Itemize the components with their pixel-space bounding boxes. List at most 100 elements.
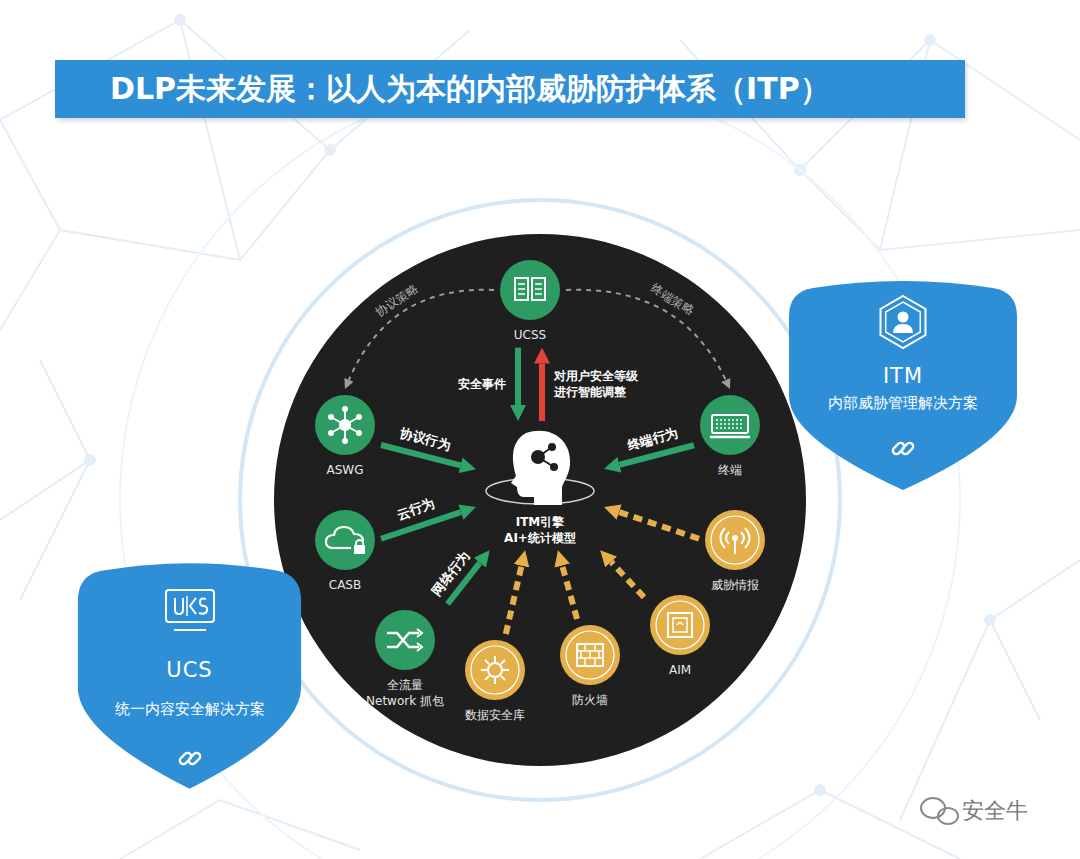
svg-rect	[673, 618, 687, 632]
svg-path	[175, 598, 183, 614]
svg-path	[326, 527, 363, 548]
svg-g	[921, 798, 958, 824]
svg-circle	[656, 601, 704, 649]
svg-circle	[356, 430, 362, 436]
svg-circle	[711, 516, 759, 564]
svg-path	[900, 560, 1080, 820]
svg-svg	[498, 258, 562, 322]
svg-path	[716, 420, 744, 428]
node-label: CASB	[313, 578, 377, 594]
node-icon	[498, 258, 562, 322]
svg-circle	[500, 260, 560, 320]
svg-path	[174, 629, 206, 631]
edge-connector	[611, 562, 644, 597]
svg-g	[178, 751, 201, 765]
svg-rect	[354, 545, 365, 554]
svg-path	[333, 547, 351, 549]
edge-connector	[506, 566, 522, 634]
svg-svg	[703, 508, 767, 572]
edge-connector	[539, 364, 545, 421]
node-label: ASWG	[313, 463, 377, 479]
source-node: UCSS	[498, 258, 562, 344]
svg-circle	[471, 646, 519, 694]
svg-circle	[85, 455, 95, 465]
node-label: UCSS	[498, 328, 562, 344]
svg-path	[417, 629, 422, 651]
link-icon	[177, 746, 203, 776]
node-icon	[313, 393, 377, 457]
svg-circle	[550, 463, 558, 471]
svg-circle	[985, 615, 995, 625]
solution-name: ITM	[791, 364, 1015, 388]
svg-path	[0, 20, 330, 260]
svg-path	[734, 541, 736, 554]
svg-path	[78, 563, 301, 789]
svg-circle	[566, 631, 614, 679]
svg-polygon	[886, 302, 921, 342]
title-banner: DLP未来发展：以人为本的内部威胁防护体系（ITP）	[55, 60, 965, 118]
svg-circle	[732, 535, 738, 541]
solution-name: UCS	[80, 658, 299, 682]
edge-label: 对用户安全等级 进行智能调整	[554, 368, 644, 400]
svg-path	[190, 598, 196, 614]
solution-description: 统一内容安全解决方案	[80, 700, 299, 719]
svg-svg	[480, 425, 600, 513]
svg-circle	[815, 785, 825, 795]
svg-circle	[705, 510, 765, 570]
svg-path	[518, 284, 542, 294]
solution-shield: ITM内部威胁管理解决方案	[783, 278, 1023, 493]
svg-path	[331, 409, 359, 441]
svg-circle	[315, 510, 375, 570]
svg-path	[710, 436, 750, 439]
svg-circle	[925, 35, 935, 45]
source-node: ASWG	[313, 393, 377, 479]
svg-circle	[531, 450, 545, 464]
svg-circle	[898, 312, 909, 323]
svg-path	[789, 281, 1017, 490]
svg-circle	[650, 595, 710, 655]
svg-svg	[177, 746, 203, 772]
node-icon	[698, 393, 762, 457]
svg-path	[577, 644, 603, 666]
svg-g	[0, 15, 1080, 859]
svg-svg	[558, 623, 622, 687]
head-illustration	[480, 425, 600, 513]
edge-connector	[562, 566, 577, 619]
source-node: 数据安全库	[463, 638, 527, 724]
svg-svg	[160, 582, 220, 642]
svg-rect	[668, 613, 692, 637]
svg-circle	[274, 234, 806, 766]
source-node: 防火墙	[558, 623, 622, 709]
node-icon	[703, 508, 767, 572]
source-node: 全流量 Network 抓包	[363, 608, 447, 709]
edge-connector	[349, 290, 494, 380]
svg-path	[0, 360, 90, 600]
engine-node: ITM引擎 AI+统计模型	[480, 425, 600, 546]
svg-circle	[548, 443, 556, 451]
solution-shield: UCS 统一内容安全解决方案	[72, 560, 307, 792]
svg-circle	[465, 640, 525, 700]
source-node: CASB	[313, 508, 377, 594]
svg-path	[677, 623, 683, 626]
svg-svg	[698, 393, 762, 457]
svg-path	[186, 596, 188, 616]
engine-label: ITM引擎 AI+统计模型	[498, 515, 582, 546]
node-label: 威胁情报	[703, 578, 767, 594]
node-label: AIM	[648, 663, 712, 679]
svg-rect	[187, 751, 201, 765]
svg-circle	[328, 414, 334, 420]
svg-circle	[315, 395, 375, 455]
node-icon	[313, 508, 377, 572]
svg-circle	[560, 625, 620, 685]
node-icon	[463, 638, 527, 702]
svg-ellipse	[938, 808, 958, 824]
svg-circle	[339, 419, 351, 431]
svg-path	[893, 324, 913, 333]
node-label: 数据安全库	[463, 708, 527, 724]
svg-circle	[342, 438, 348, 444]
svg-polygon	[881, 296, 926, 348]
edge-connector	[619, 512, 699, 539]
svg-path	[511, 431, 570, 505]
svg-ellipse	[921, 798, 945, 818]
